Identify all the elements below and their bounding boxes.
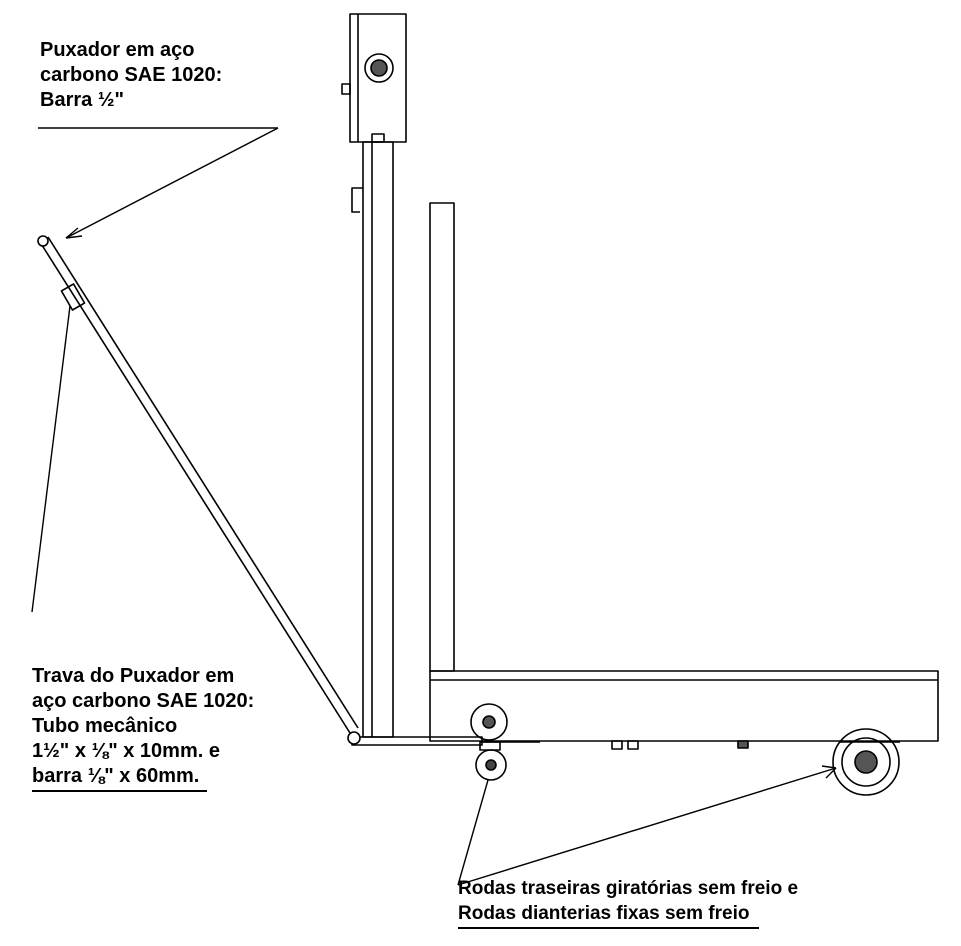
column-hook	[351, 187, 363, 213]
rear-caster-hub-lower	[485, 759, 497, 771]
backrest-post	[429, 202, 455, 672]
handle-label-line-1: Puxador em aço	[40, 39, 195, 61]
wheels-label: Rodas traseiras giratórias sem freio e R…	[458, 876, 798, 929]
rear-caster-wheel	[470, 703, 508, 741]
lock-label-line-1: Trava do Puxador em	[32, 665, 235, 687]
handle-leader	[65, 127, 279, 239]
lock-label-line-3: Tubo mecânico	[32, 715, 178, 737]
lock-label: Trava do Puxador em aço carbono SAE 1020…	[32, 664, 254, 792]
front-wheel-rim	[841, 737, 891, 787]
front-wheel-hub	[854, 750, 878, 774]
handle-label: Puxador em aço carbono SAE 1020: Barra ½…	[40, 38, 222, 113]
pivot-knob-outer	[364, 53, 394, 83]
housing-bolt	[371, 133, 385, 143]
underside-bolt-3	[737, 740, 749, 749]
housing-clip	[341, 83, 351, 95]
handle-lock-sleeve	[60, 283, 86, 311]
pull-handle-bar-a	[39, 241, 351, 734]
rear-caster-wheel-lower	[475, 749, 507, 781]
pull-handle-bar-b	[47, 236, 359, 729]
handle-arrowhead	[65, 227, 83, 239]
rear-wheel-leader	[457, 779, 489, 886]
rear-caster-fork	[479, 741, 501, 751]
handle-label-line-3: Barra ½"	[40, 89, 124, 111]
lock-label-line-5: barra ⅛" x 60mm.	[32, 764, 208, 792]
wheels-label-line-1: Rodas traseiras giratórias sem freio e	[458, 878, 799, 899]
wheels-label-line-2: Rodas dianterias fixas sem freio	[458, 901, 760, 929]
underside-bolt-2	[627, 740, 639, 750]
handle-label-line-2: carbono SAE 1020:	[40, 64, 223, 86]
pivot-knob-inner	[370, 59, 388, 77]
lock-label-line-2: aço carbono SAE 1020:	[32, 690, 255, 712]
platform-body	[429, 670, 939, 742]
front-wheel-leader	[457, 767, 837, 886]
underside-bolt-1	[611, 740, 623, 750]
lock-leader	[31, 305, 71, 613]
wheel-arrowhead	[821, 765, 837, 779]
front-wheel-outer	[832, 728, 900, 796]
vertical-column	[362, 141, 394, 738]
lock-label-line-4: 1½" x ⅛" x 10mm. e	[32, 740, 220, 762]
rear-caster-hub	[482, 715, 496, 729]
handle-pivot	[347, 731, 361, 745]
handle-grip-end	[37, 235, 49, 247]
